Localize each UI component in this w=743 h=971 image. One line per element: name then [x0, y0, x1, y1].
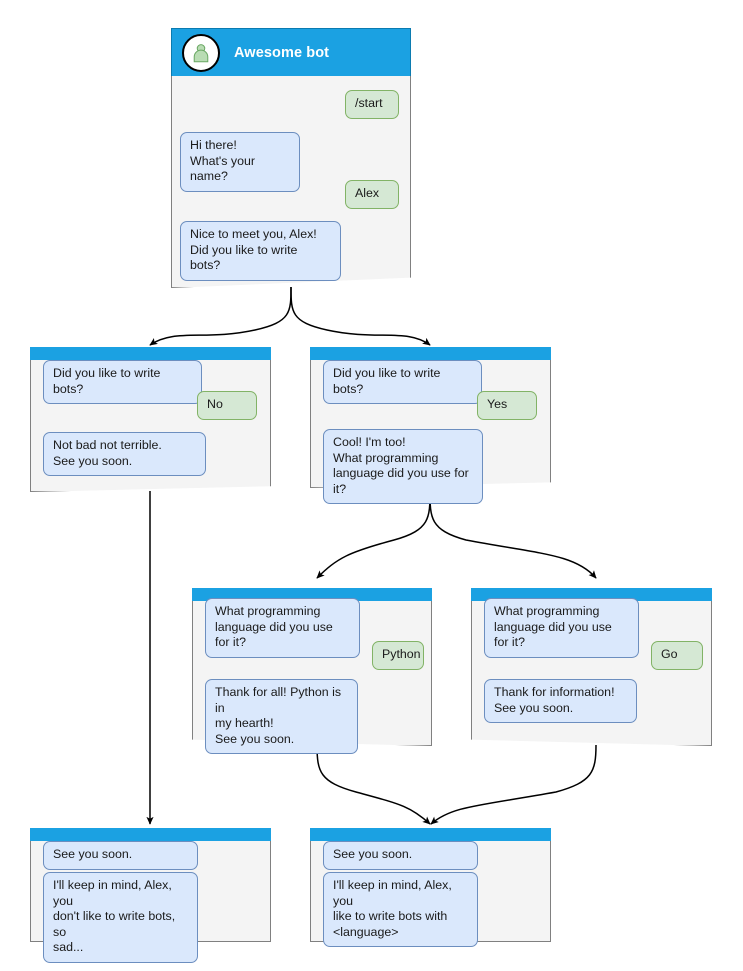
- user-message-bubble: /start: [345, 90, 399, 119]
- bot-message-bubble: Did you like to write bots?: [43, 360, 202, 404]
- no-branch-node[interactable]: Did you like to write bots? No Not bad n…: [30, 347, 271, 492]
- person-avatar-icon: [182, 33, 220, 72]
- user-message-bubble: Go: [651, 641, 703, 670]
- bot-message-bubble: Not bad not terrible. See you soon.: [43, 432, 206, 476]
- node-header: Awesome bot: [171, 28, 411, 76]
- start-node[interactable]: Awesome bot /start Hi there! What's your…: [171, 28, 411, 288]
- node-header: [30, 347, 271, 360]
- edge-go-to-end-yes: [430, 744, 597, 825]
- bot-message-bubble: I'll keep in mind, Alex, you don't like …: [43, 872, 198, 963]
- user-message-bubble: Python: [372, 641, 424, 670]
- bot-message-bubble: What programming language did you use fo…: [205, 598, 360, 658]
- bot-message-bubble: Hi there! What's your name?: [180, 132, 300, 192]
- node-header: [30, 828, 271, 841]
- node-header: [471, 588, 712, 601]
- bot-message-bubble: See you soon.: [43, 841, 198, 870]
- bot-message-bubble: What programming language did you use fo…: [484, 598, 639, 658]
- end-no-node[interactable]: See you soon. I'll keep in mind, Alex, y…: [30, 828, 271, 963]
- bot-message-bubble: Thank for information! See you soon.: [484, 679, 637, 723]
- edge-python-to-end-yes: [316, 744, 431, 825]
- edge-root-to-no: [149, 286, 292, 346]
- edge-yes-to-go: [429, 490, 597, 579]
- node-header: [192, 588, 432, 601]
- edge-yes-to-python: [316, 490, 431, 579]
- bot-message-bubble: I'll keep in mind, Alex, you like to wri…: [323, 872, 478, 947]
- node-header: [310, 828, 551, 841]
- bot-message-bubble: Nice to meet you, Alex! Did you like to …: [180, 221, 341, 281]
- user-message-bubble: Yes: [477, 391, 537, 420]
- edge-root-to-yes: [290, 286, 431, 346]
- python-branch-node[interactable]: What programming language did you use fo…: [192, 588, 432, 754]
- bot-message-bubble: Cool! I'm too! What programming language…: [323, 429, 483, 504]
- user-message-bubble: No: [197, 391, 257, 420]
- yes-branch-node[interactable]: Did you like to write bots? Yes Cool! I'…: [310, 347, 551, 504]
- node-header: [310, 347, 551, 360]
- bot-message-bubble: Did you like to write bots?: [323, 360, 482, 404]
- end-yes-node[interactable]: See you soon. I'll keep in mind, Alex, y…: [310, 828, 551, 947]
- go-branch-node[interactable]: What programming language did you use fo…: [471, 588, 712, 746]
- bot-message-bubble: See you soon.: [323, 841, 478, 870]
- user-message-bubble: Alex: [345, 180, 399, 209]
- bot-title: Awesome bot: [234, 44, 330, 61]
- bot-message-bubble: Thank for all! Python is in my hearth! S…: [205, 679, 358, 754]
